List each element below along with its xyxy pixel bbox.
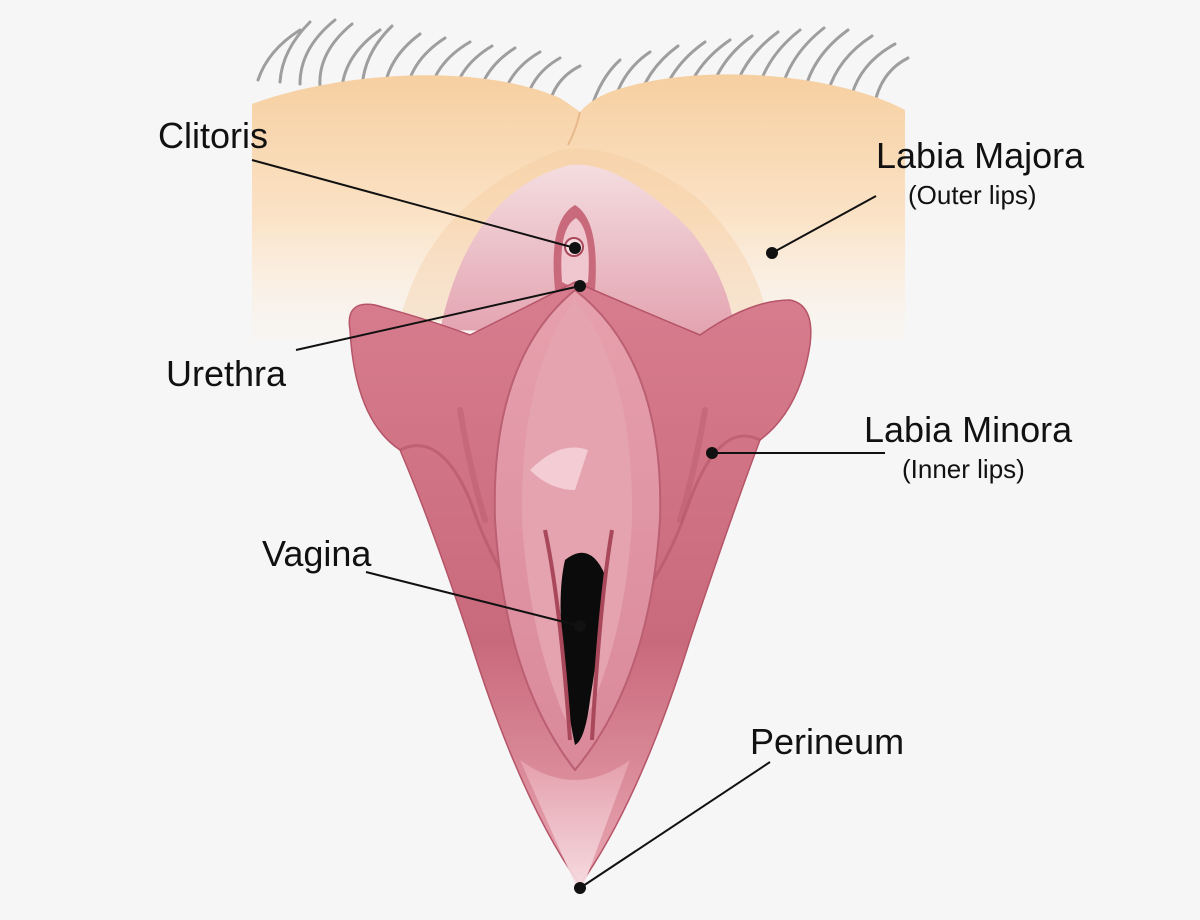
label-clitoris: Clitoris: [158, 115, 269, 156]
label-perineum: Perineum: [750, 721, 905, 762]
vaginal-opening: [560, 552, 605, 745]
label-urethra: Urethra: [166, 353, 287, 394]
label-labia-majora-sub: (Outer lips): [908, 180, 1037, 210]
label-vagina: Vagina: [262, 533, 372, 574]
leader-lines: [251, 159, 885, 894]
label-labia-minora-sub: (Inner lips): [902, 454, 1025, 484]
label-labia-minora: Labia Minora: [864, 409, 1073, 450]
label-labia-majora: Labia Majora: [876, 135, 1085, 176]
